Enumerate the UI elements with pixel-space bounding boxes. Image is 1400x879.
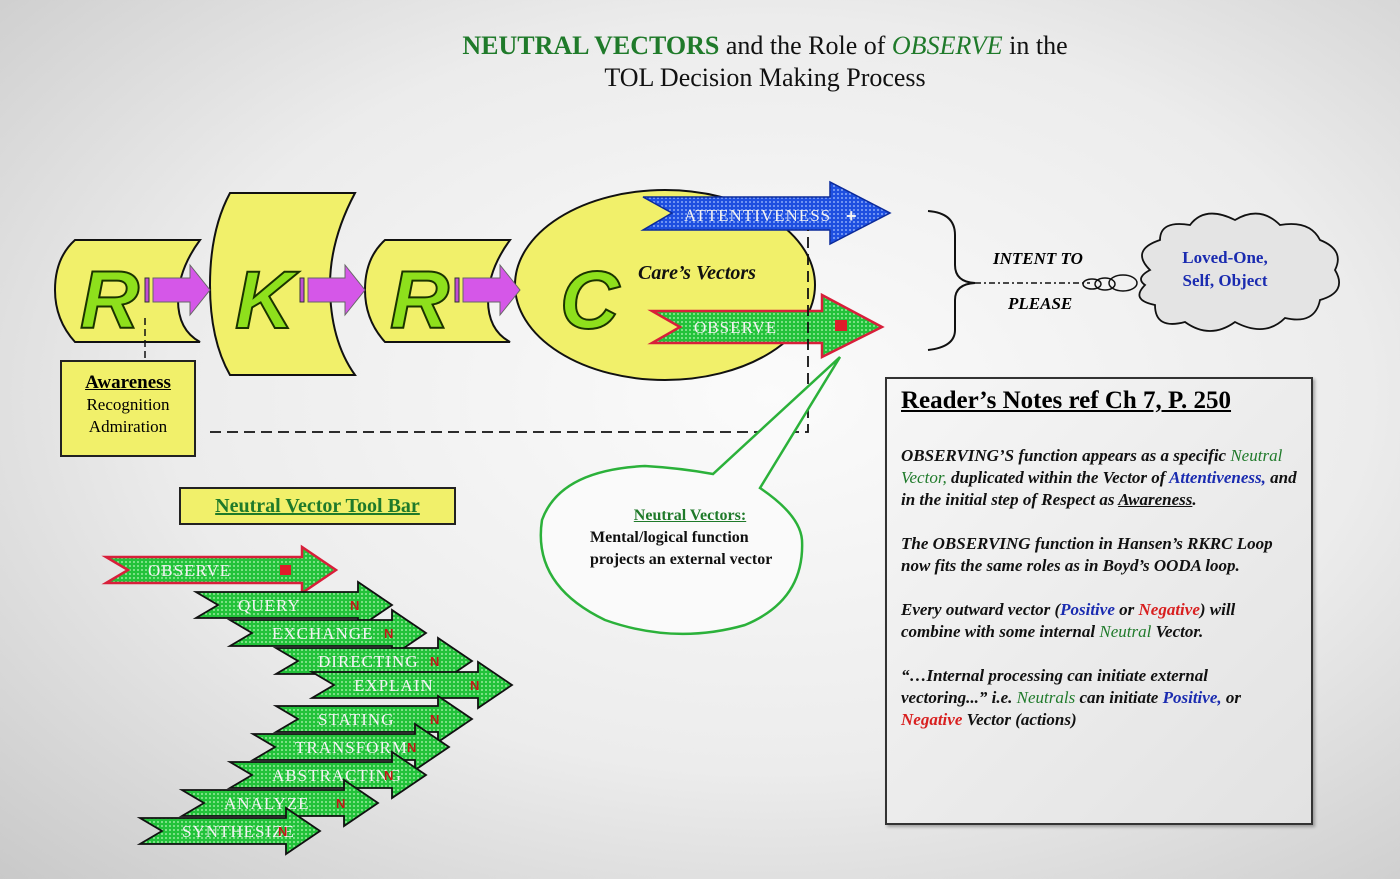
neutral-n-icon: N	[278, 824, 287, 839]
notes-text: duplicated within the Vector of	[946, 468, 1170, 487]
cloud-line1: Loved-One,	[1182, 248, 1268, 267]
title-text: and the Role of	[719, 31, 892, 60]
neutral-n-icon: N	[350, 598, 359, 613]
notes-paragraph-4: “…Internal processing can initiate exter…	[901, 665, 1297, 731]
neutral-vectors-callout	[539, 356, 842, 636]
notes-text: can initiate	[1075, 688, 1163, 707]
connector-arrow-rk	[144, 263, 211, 317]
title-line2: TOL Decision Making Process	[604, 63, 926, 92]
letter-k: K	[235, 255, 300, 346]
scroll-shape-r1	[53, 239, 202, 343]
toolbar-arrow-label: ABSTRACTING	[272, 766, 402, 785]
title-observe: OBSERVE	[891, 31, 1003, 60]
notes-text: Every outward vector (	[901, 600, 1061, 619]
notes-neutral: Neutral	[1099, 622, 1152, 641]
neutral-n-icon: N	[336, 796, 345, 811]
neutral-n-icon: N	[430, 654, 439, 669]
observe-marker-icon	[280, 565, 291, 575]
notes-text: “…Internal processing can initiate exter…	[901, 666, 1208, 707]
awareness-box: Awareness Recognition Admiration	[60, 360, 196, 457]
letter-r1: R	[80, 255, 139, 346]
cloud-text: Loved-One, Self, Object	[1165, 246, 1285, 292]
toolbar-arrow-exchange[interactable]: EXCHANGE N	[226, 608, 428, 658]
attentiveness-arrow[interactable]: ATTENTIVENESS +	[640, 180, 892, 246]
toolbar-arrow-label: ANALYZE	[224, 794, 310, 813]
toolbar-label: Neutral Vector Tool Bar	[179, 487, 456, 525]
toolbar-arrow-label: STATING	[318, 710, 394, 729]
neutral-n-icon: N	[384, 626, 393, 641]
notes-negative: Negative	[1138, 600, 1200, 619]
notes-title: Reader’s Notes ref Ch 7, P. 250	[901, 387, 1232, 414]
awareness-head: Awareness	[85, 372, 171, 393]
notes-text: or	[1114, 600, 1139, 619]
page-title: NEUTRAL VECTORS and the Role of OBSERVE …	[0, 30, 1400, 94]
notes-text: .	[1192, 490, 1197, 509]
notes-neutral-vector: Neutral Vector,	[901, 446, 1283, 487]
notes-positive: Positive,	[1162, 688, 1222, 707]
notes-paragraph-3: Every outward vector (Positive or Negati…	[901, 599, 1297, 643]
toolbar-arrow-label: SYNTHESIZE	[182, 822, 295, 841]
notes-negative: Negative	[901, 710, 963, 729]
neutral-vector-toolbar: OBSERVE QUERY N EXCHANGE N DIRECTING N EXPLAIN N…	[101, 544, 514, 856]
neutral-n-icon: N	[470, 678, 479, 693]
notes-text: or	[1221, 688, 1241, 707]
awareness-recognition: Recognition	[86, 395, 170, 414]
toolbar-arrow-label: EXPLAIN	[354, 676, 434, 695]
cares-vectors-label: Care’s Vectors	[638, 262, 756, 284]
connector-arrow-rc	[454, 263, 521, 317]
notes-text: and in the initial step of Respect as	[901, 468, 1297, 509]
toolbar-arrow-shape	[178, 778, 380, 828]
toolbar-arrow-label: TRANSFORM	[295, 738, 408, 757]
neutral-n-icon: N	[384, 768, 393, 783]
notes-text: Vector.	[1151, 622, 1204, 641]
notes-awareness: Awareness	[1118, 490, 1193, 509]
dashed-connector-observe	[210, 230, 809, 433]
toolbar-arrow-shape	[226, 750, 428, 800]
readers-notes-panel: Reader’s Notes ref Ch 7, P. 250 OBSERVIN…	[885, 377, 1313, 825]
notes-neutrals: Neutrals	[1016, 688, 1076, 707]
toolbar-arrow-observe[interactable]: OBSERVE	[101, 544, 339, 596]
notes-paragraph-2: The OBSERVING function in Hansen’s RKRC …	[901, 534, 1273, 575]
cloud-line2: Self, Object	[1182, 271, 1268, 290]
toolbar-arrow-explain[interactable]: EXPLAIN N	[308, 660, 514, 710]
letter-c: C	[560, 255, 621, 346]
attentiveness-label: ATTENTIVENESS	[684, 206, 831, 225]
observe-marker-icon	[835, 320, 847, 331]
plus-icon: +	[846, 206, 857, 226]
callout-body: Mental/logical function projects an exte…	[590, 529, 773, 568]
title-neutral-vectors: NEUTRAL VECTORS	[462, 31, 720, 60]
toolbar-arrow-query[interactable]: QUERY N	[192, 580, 394, 630]
notes-text: ) will combine with some internal	[901, 600, 1236, 641]
brace	[927, 210, 976, 351]
neutral-n-icon: N	[430, 712, 439, 727]
toolbar-arrow-shape	[136, 806, 322, 856]
title-text: in the	[1002, 31, 1068, 60]
connector-arrow-kr	[299, 263, 366, 317]
callout-head: Neutral Vectors:	[633, 507, 747, 524]
toolbar-arrow-label: OBSERVE	[148, 561, 231, 580]
notes-attentiveness: Attentiveness,	[1169, 468, 1266, 487]
neutral-n-icon: N	[407, 740, 416, 755]
callout-text: Neutral Vectors: Mental/logical function…	[590, 505, 790, 571]
observe-label: OBSERVE	[694, 318, 777, 337]
observe-arrow[interactable]: OBSERVE	[647, 292, 885, 360]
awareness-admiration: Admiration	[88, 417, 168, 436]
letter-r2: R	[390, 255, 449, 346]
intent-line1: INTENT TO	[992, 249, 1083, 268]
intent-line2: PLEASE	[1007, 294, 1072, 313]
notes-paragraph-1: OBSERVING’S function appears as a specif…	[901, 445, 1297, 511]
notes-positive: Positive	[1060, 600, 1115, 619]
scroll-shape-r2	[363, 239, 512, 343]
toolbar-arrow-label: DIRECTING	[318, 652, 419, 671]
scroll-shape-k	[208, 192, 357, 376]
notes-text: Vector (actions)	[962, 710, 1077, 729]
toolbar-arrow-label: QUERY	[238, 596, 301, 615]
thought-cloud	[1082, 212, 1340, 332]
toolbar-arrow-shape	[308, 660, 514, 710]
notes-text: OBSERVING’S function appears as a specif…	[901, 446, 1231, 465]
toolbar-arrow-label: EXCHANGE	[272, 624, 374, 643]
